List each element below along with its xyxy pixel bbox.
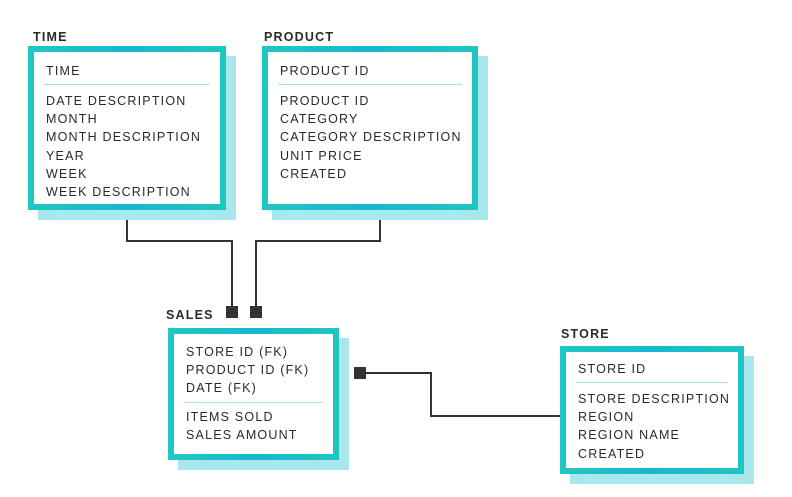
sales-foreign-key: STORE ID (FK) bbox=[186, 345, 289, 359]
product-field: CATEGORY bbox=[280, 112, 359, 127]
product-primary-key: PRODUCT ID bbox=[280, 64, 370, 78]
store-field: REGION bbox=[578, 410, 635, 425]
time-field: WEEK bbox=[46, 166, 88, 181]
time-primary-key: TIME bbox=[46, 64, 81, 78]
store-sales-connector bbox=[360, 372, 564, 417]
store-table-label: STORE bbox=[561, 327, 610, 341]
sales-field: SALES AMOUNT bbox=[186, 427, 298, 442]
product-divider bbox=[278, 84, 462, 85]
sales-divider bbox=[184, 401, 323, 403]
time-sales-connector bbox=[126, 210, 233, 308]
product-sales-connector bbox=[255, 210, 381, 308]
store-divider bbox=[576, 382, 728, 383]
sales-foreign-key: DATE (FK) bbox=[186, 381, 257, 396]
sales-table[interactable]: STORE ID (FK) PRODUCT ID (FK) DATE (FK) … bbox=[168, 328, 349, 470]
store-primary-key: STORE ID bbox=[578, 362, 647, 376]
time-table-body: TIME DATE DESCRIPTION MONTH MONTH DESCRI… bbox=[34, 52, 220, 204]
product-table-label: PRODUCT bbox=[264, 30, 335, 44]
store-field: STORE DESCRIPTION bbox=[578, 392, 731, 406]
sales-table-body: STORE ID (FK) PRODUCT ID (FK) DATE (FK) … bbox=[174, 334, 333, 454]
sales-field-list: ITEMS SOLD SALES AMOUNT bbox=[184, 408, 323, 444]
product-field: CATEGORY DESCRIPTION bbox=[280, 130, 462, 145]
sales-table-label: SALES bbox=[166, 308, 214, 322]
product-table-body: PRODUCT ID PRODUCT ID CATEGORY CATEGORY … bbox=[268, 52, 472, 204]
sales-key-list: STORE ID (FK) PRODUCT ID (FK) DATE (FK) bbox=[184, 343, 323, 398]
product-field-list: PRODUCT ID CATEGORY CATEGORY DESCRIPTION… bbox=[278, 92, 462, 183]
store-sales-endpoint bbox=[354, 367, 366, 379]
product-sales-endpoint bbox=[250, 306, 262, 318]
sales-field: ITEMS SOLD bbox=[186, 409, 274, 424]
time-field-list: DATE DESCRIPTION MONTH MONTH DESCRIPTION… bbox=[44, 92, 210, 201]
time-field: YEAR bbox=[46, 148, 85, 163]
time-divider bbox=[44, 84, 210, 85]
time-sales-endpoint bbox=[226, 306, 238, 318]
store-field-list: STORE DESCRIPTION REGION REGION NAME CRE… bbox=[576, 390, 731, 463]
time-field: MONTH bbox=[46, 112, 98, 127]
store-field: CREATED bbox=[578, 446, 646, 461]
product-field: PRODUCT ID bbox=[280, 94, 370, 108]
sales-foreign-key: PRODUCT ID (FK) bbox=[186, 363, 310, 378]
time-field: WEEK DESCRIPTION bbox=[46, 185, 191, 200]
time-table[interactable]: TIME DATE DESCRIPTION MONTH MONTH DESCRI… bbox=[28, 46, 236, 220]
time-table-label: TIME bbox=[33, 30, 68, 44]
product-field: CREATED bbox=[280, 166, 348, 181]
store-table-body: STORE ID STORE DESCRIPTION REGION REGION… bbox=[566, 352, 738, 468]
time-field: MONTH DESCRIPTION bbox=[46, 130, 202, 145]
store-field: REGION NAME bbox=[578, 428, 681, 443]
product-field: UNIT PRICE bbox=[280, 148, 363, 163]
store-table[interactable]: STORE ID STORE DESCRIPTION REGION REGION… bbox=[560, 346, 754, 484]
product-table[interactable]: PRODUCT ID PRODUCT ID CATEGORY CATEGORY … bbox=[262, 46, 488, 220]
time-field: DATE DESCRIPTION bbox=[46, 94, 187, 108]
